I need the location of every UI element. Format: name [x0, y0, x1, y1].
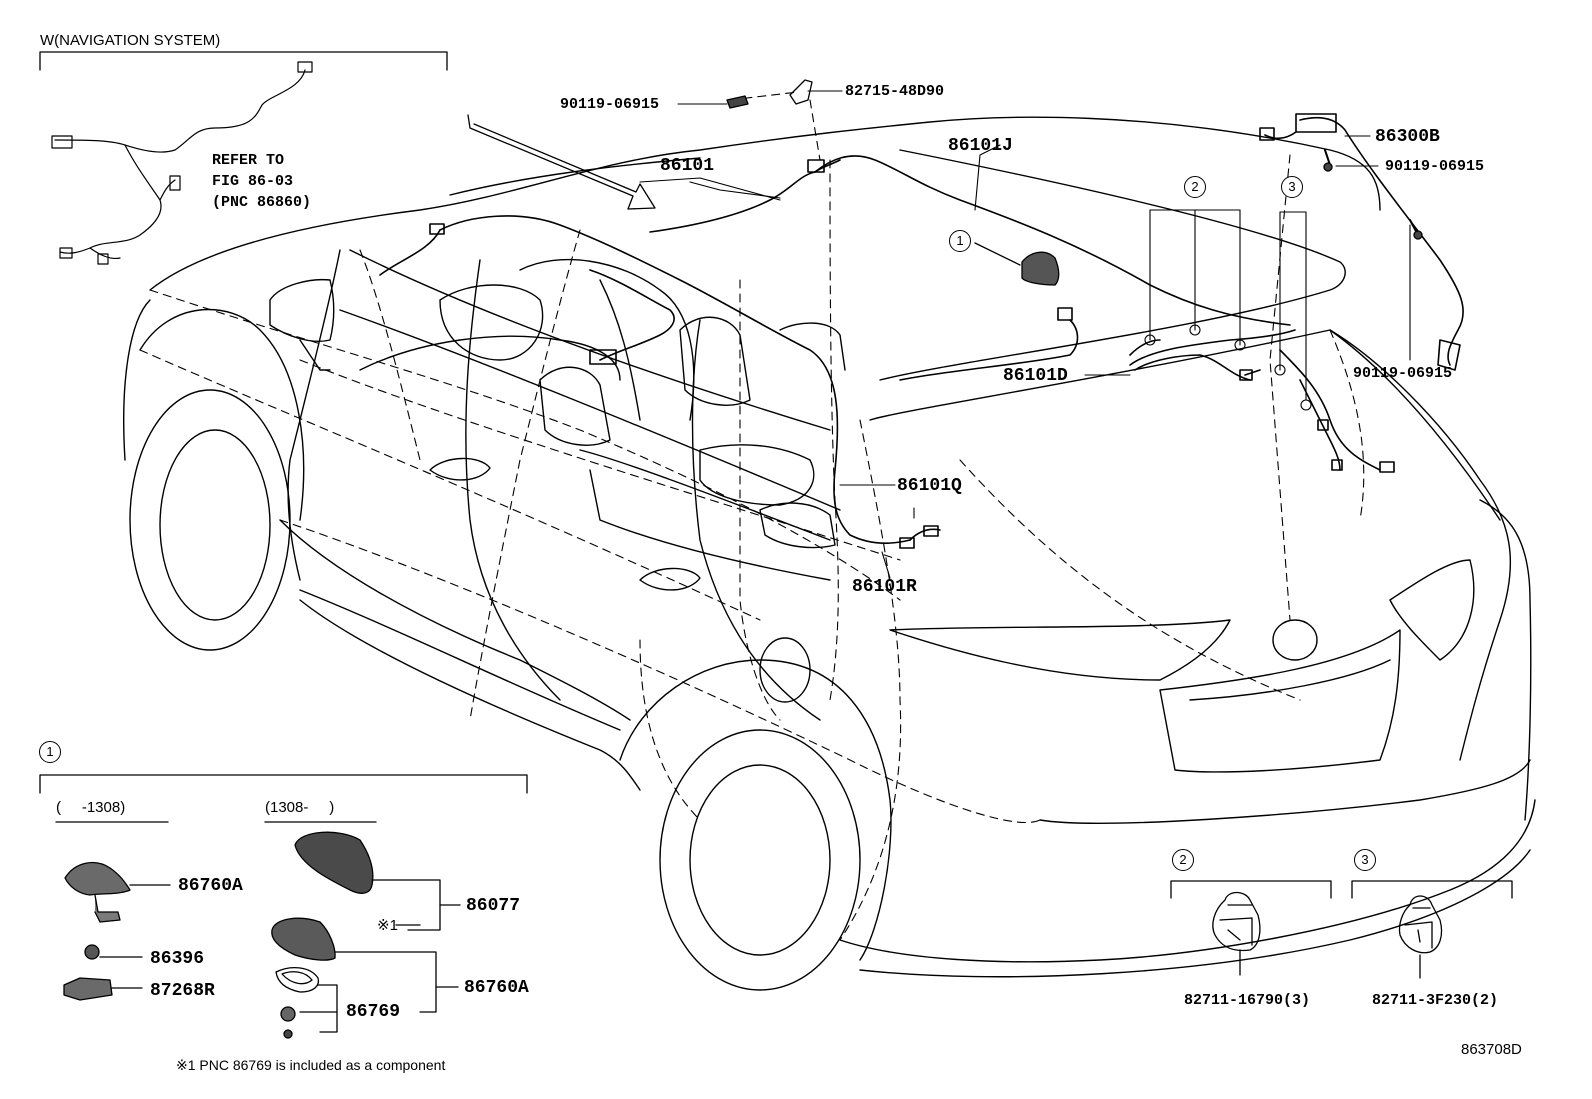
part-86769[interactable]: 86769 [346, 1002, 401, 1022]
clip-82711-3F230 [1398, 895, 1443, 979]
date-range-new: (1308- ) [265, 799, 335, 816]
part-90119-06915-top[interactable]: 90119-06915 [560, 96, 660, 113]
callout-1-roof: 1 [949, 230, 971, 252]
figure-id: 863708D [1461, 1041, 1522, 1058]
part-86760A-old[interactable]: 86760A [178, 876, 243, 896]
callout-3-roof: 3 [1281, 176, 1303, 198]
vehicle-outline [123, 116, 1536, 991]
antenna-cable [379, 113, 1464, 549]
nav-harness [51, 61, 313, 265]
part-82711-16790[interactable]: 82711-16790(3) [1184, 992, 1311, 1009]
part-90119-06915-right2[interactable]: 90119-06915 [1353, 365, 1453, 382]
part-86101J[interactable]: 86101J [948, 136, 1013, 156]
part-86760A-new[interactable]: 86760A [464, 978, 529, 998]
callout-2-detail: 2 [1172, 849, 1194, 871]
part-86101[interactable]: 86101 [660, 156, 715, 176]
refer-note-line2: FIG 86-03 [212, 173, 294, 190]
part-82711-3F230[interactable]: 82711-3F230(2) [1372, 992, 1499, 1009]
top-hardware [726, 79, 1423, 240]
part-86300B[interactable]: 86300B [1375, 127, 1440, 147]
view-arrow [467, 114, 656, 210]
part-82715-48D90[interactable]: 82715-48D90 [845, 83, 945, 100]
dashed-hidden-lines [139, 91, 1365, 941]
roof-antenna-location [974, 242, 1060, 286]
part-86396[interactable]: 86396 [150, 949, 205, 969]
detail1-parts [63, 831, 461, 1039]
note-mark: ※1 [377, 917, 398, 934]
callout-3-detail: 3 [1354, 849, 1376, 871]
date-range-old: ( -1308) [56, 799, 126, 816]
part-86101D[interactable]: 86101D [1003, 366, 1068, 386]
part-86101R[interactable]: 86101R [852, 577, 917, 597]
refer-note-line3: (PNC 86860) [212, 194, 312, 211]
detail1-bracket [39, 774, 528, 823]
footnote: ※1 PNC 86769 is included as a component [176, 1057, 446, 1073]
callout-1-detail: 1 [39, 741, 61, 763]
clip-82711-16790 [1212, 891, 1261, 976]
section-title: W(NAVIGATION SYSTEM) [40, 32, 221, 49]
part-86077[interactable]: 86077 [466, 896, 521, 916]
refer-note-line1: REFER TO [212, 152, 285, 169]
leader-lines [639, 90, 1411, 579]
callout-2-roof: 2 [1184, 176, 1206, 198]
part-86101Q[interactable]: 86101Q [897, 476, 962, 496]
nav-section-bracket [39, 51, 448, 71]
part-87268R[interactable]: 87268R [150, 981, 215, 1001]
part-90119-06915-right1[interactable]: 90119-06915 [1385, 158, 1485, 175]
detail2-3-brackets [1170, 880, 1513, 899]
